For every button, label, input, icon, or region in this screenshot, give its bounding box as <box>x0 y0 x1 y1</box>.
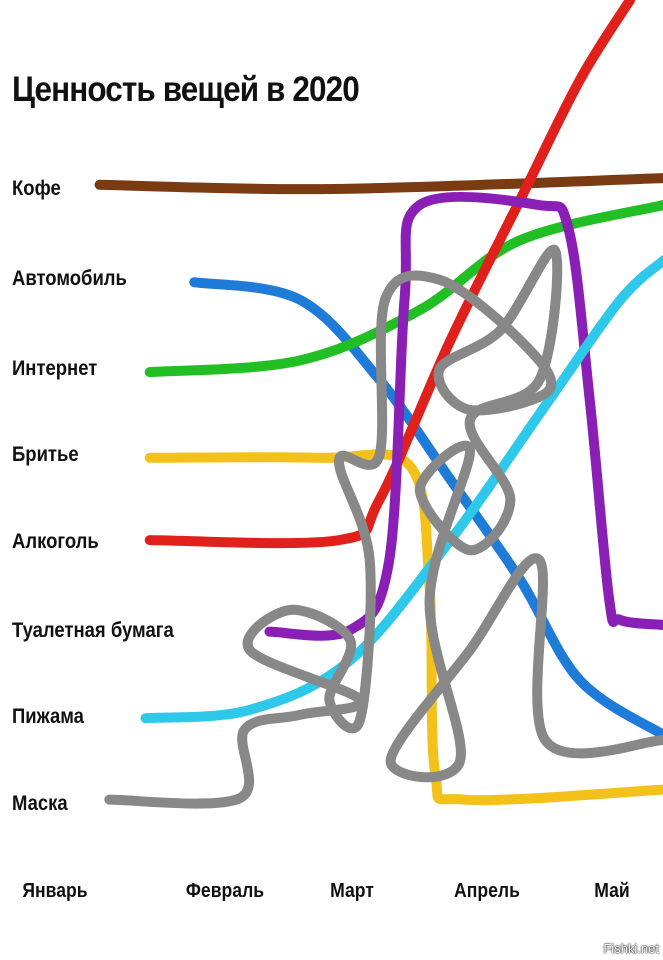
series-label-toilet-paper: Туалетная бумага <box>12 619 174 642</box>
series-line-coffee <box>94 173 663 195</box>
x-tick-label: Февраль <box>185 880 265 902</box>
series-label-coffee: Кофе <box>12 177 61 200</box>
series-label-shaving: Бритье <box>12 443 79 466</box>
series-line-car <box>189 277 663 740</box>
x-tick-label: Май <box>594 880 630 902</box>
series-line-toilet-paper <box>264 191 663 641</box>
series-label-mask: Маска <box>12 792 68 815</box>
series-label-car: Автомобиль <box>12 267 127 290</box>
series-label-pajamas: Пижама <box>12 705 84 728</box>
chart-title: Ценность вещей в 2020 <box>12 70 360 109</box>
series-label-alcohol: Алкоголь <box>12 530 99 553</box>
x-tick-label: Март <box>330 880 374 902</box>
series-line-mask <box>104 244 663 809</box>
watermark: Fishki.net <box>603 941 659 956</box>
x-tick-label: Апрель <box>454 880 520 902</box>
series-line-alcohol <box>144 0 636 549</box>
x-tick-label: Январь <box>22 880 88 902</box>
series-label-internet: Интернет <box>12 357 98 380</box>
